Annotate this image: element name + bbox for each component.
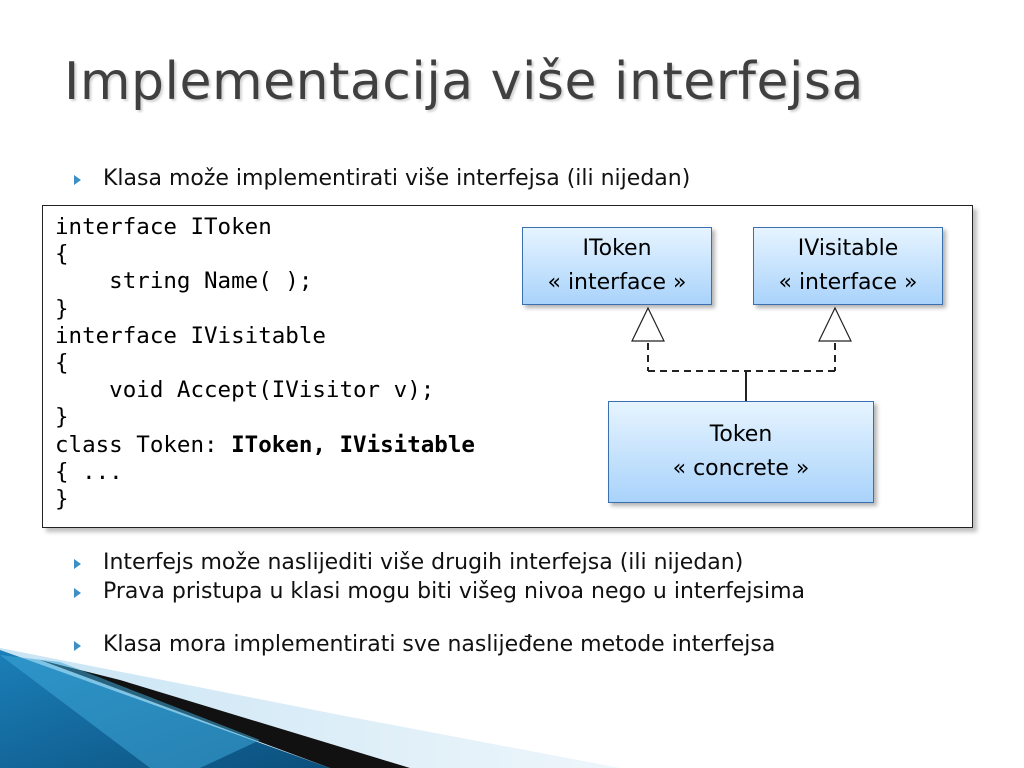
uml-stereotype: « interface » <box>778 270 918 295</box>
bullet-text: Klasa mora implementirati sve naslijeđen… <box>103 632 776 657</box>
code-line: class Token: <box>55 431 232 458</box>
bullet-arrow-icon <box>74 641 81 651</box>
code-line: } <box>55 404 69 431</box>
code-line: { ... <box>55 458 123 485</box>
code-line: } <box>55 486 69 513</box>
bullet-text: Interfejs može naslijediti više drugih i… <box>103 550 744 575</box>
code-line: void Accept(IVisitor v); <box>55 377 435 404</box>
uml-class-name: Token <box>709 422 773 447</box>
uml-stereotype: « concrete » <box>672 456 810 481</box>
bullet-arrow-icon <box>74 559 81 569</box>
code-line: { <box>55 241 69 268</box>
code-line: { <box>55 350 69 377</box>
code-bold-interfaces: IToken, IVisitable <box>231 431 475 458</box>
bullet-text: Klasa može implementirati više interfejs… <box>103 166 691 191</box>
slide-title: Implementacija više interfejsa <box>64 52 864 112</box>
code-line: interface IToken <box>55 214 272 240</box>
inheritance-arrow-icon <box>818 306 852 342</box>
uml-box-token: Token « concrete » <box>608 401 874 503</box>
code-line: string Name( ); <box>55 268 313 295</box>
uml-box-itoken: IToken « interface » <box>522 227 712 305</box>
code-line: } <box>55 295 69 322</box>
code-block: interface IToken { string Name( ); } int… <box>55 214 475 513</box>
inheritance-arrow-icon <box>631 306 665 342</box>
uml-stereotype: « interface » <box>547 270 687 295</box>
uml-box-ivisitable: IVisitable « interface » <box>753 227 943 305</box>
uml-class-name: IToken <box>582 236 652 261</box>
bullet-arrow-icon <box>74 175 81 185</box>
code-line: interface IVisitable <box>55 322 326 349</box>
bullet-arrow-icon <box>74 588 81 598</box>
bullet-text: Prava pristupa u klasi mogu biti višeg n… <box>103 579 806 604</box>
uml-class-name: IVisitable <box>797 236 899 261</box>
